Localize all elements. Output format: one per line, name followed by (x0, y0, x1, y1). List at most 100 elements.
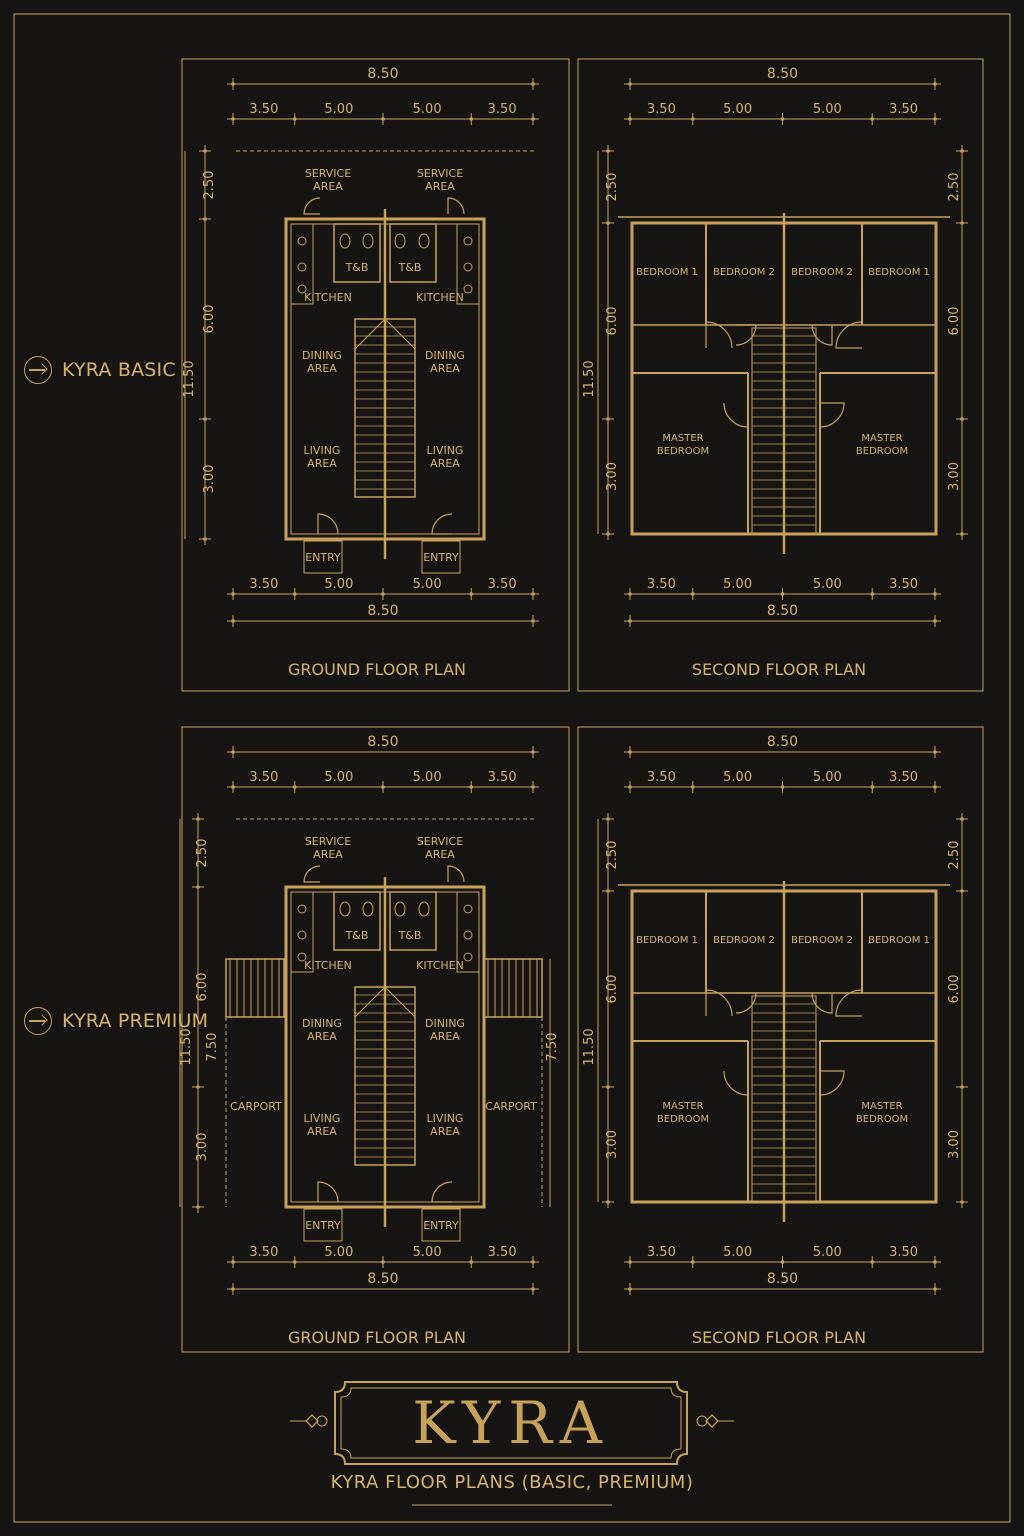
dimension-segment-label: 5.00 (324, 102, 353, 117)
dimension-vertical-label: 3.00 (947, 462, 962, 491)
plaque-frame (334, 1381, 688, 1465)
door-swing-service-right (447, 865, 465, 883)
dimension-tick (381, 1260, 385, 1264)
door-swing-br1-left (705, 321, 733, 349)
living-right-line2: AREA (430, 1125, 460, 1138)
dimension-vertical-label: 2.50 (605, 841, 620, 870)
dimension-segment-label: 5.00 (413, 770, 442, 785)
sink-icon (297, 904, 307, 914)
living-left-line2: AREA (307, 457, 337, 470)
dimension-tick (933, 592, 937, 596)
dimension-tick (690, 1260, 695, 1264)
second-floor-title: SECOND FLOOR PLAN (692, 660, 866, 679)
panel-frame-1 (181, 58, 570, 692)
toilet-icon (339, 901, 351, 917)
dimension-tick (780, 592, 785, 596)
bedroom1-right: BEDROOM 1 (868, 935, 930, 946)
dining-right-line1: DINING (425, 1017, 465, 1030)
dimension-tick (870, 592, 875, 596)
dimension-tick (933, 1287, 937, 1291)
ground-floor-title: GROUND FLOOR PLAN (288, 1328, 466, 1347)
dimension-tick (690, 592, 695, 596)
dimension-vertical-label: 6.00 (947, 307, 962, 336)
dimension-overall-depth-2f: 11.50 (582, 1028, 597, 1065)
stair-arrow (384, 986, 416, 1018)
bedroom1-left: BEDROOM 1 (636, 267, 698, 278)
dimension-tick (381, 117, 385, 121)
dimension-tick (628, 785, 632, 789)
dimension-tick (469, 117, 474, 121)
dimension-tick (606, 221, 610, 225)
entry-box-right (421, 1208, 461, 1242)
dimension-vertical-label: 6.00 (947, 975, 962, 1004)
tb-label-left: T&B (345, 929, 369, 942)
dimension-tick (469, 592, 474, 596)
toilet-icon (394, 233, 406, 249)
door-swing-service-right (447, 197, 465, 215)
entry-box-right (421, 540, 461, 574)
brand-plaque: KYRA (333, 1380, 689, 1466)
entry-left: ENTRY (305, 1219, 341, 1232)
bedroom1-left: BEDROOM 1 (636, 935, 698, 946)
panel-frame-4 (577, 726, 984, 1353)
master-right-line1: MASTER (861, 433, 902, 444)
dimension-tick (231, 117, 235, 121)
dimension-tick (933, 82, 937, 86)
toilet-icon (418, 901, 430, 917)
dimension-tick (933, 785, 937, 789)
dimension-tick (231, 619, 235, 623)
bedroom1-right: BEDROOM 1 (868, 267, 930, 278)
door-swing-br1-left (705, 989, 733, 1017)
dimension-vertical-label: 3.00 (947, 1130, 962, 1159)
service-area-left-line1: SERVICE (305, 167, 351, 180)
dimension-overall-label: 8.50 (367, 734, 398, 750)
dimension-overall-label: 8.50 (367, 1271, 398, 1287)
dimension-overall-depth: 11.50 (182, 360, 197, 397)
dining-right-line2: AREA (430, 1030, 460, 1043)
dimension-overall-label: 8.50 (767, 1271, 798, 1287)
staircase-2f (751, 327, 817, 535)
dimension-tick (628, 619, 632, 623)
dimension-vertical-label: 3.00 (605, 1130, 620, 1159)
dimension-tick (690, 117, 695, 121)
dimension-segment-label: 3.50 (249, 1245, 278, 1260)
dimension-tick (780, 117, 785, 121)
dimension-segment-label: 3.50 (249, 577, 278, 592)
dimension-tick (531, 785, 535, 789)
dimension-tick (606, 889, 610, 893)
kitchen-right: KITCHEN (416, 291, 464, 304)
dimension-overall-label: 8.50 (367, 66, 398, 82)
tb-label-right: T&B (398, 261, 422, 274)
dimension-overall-label: 8.50 (767, 734, 798, 750)
dimension-vertical-label: 6.00 (195, 973, 210, 1002)
dimension-tick (203, 149, 207, 153)
dimension-segment-label: 5.00 (813, 770, 842, 785)
dimension-vertical-label: 3.00 (195, 1133, 210, 1162)
diamond-ornament-icon (705, 1414, 719, 1428)
door-swing-br2-left (735, 324, 757, 346)
dimension-tick (196, 1085, 200, 1089)
dimension-tick (933, 750, 937, 754)
stair-arrow (384, 318, 416, 350)
dimension-vertical-label: 6.00 (605, 975, 620, 1004)
dimension-tick (203, 417, 207, 421)
dimension-segment-label: 5.00 (413, 1245, 442, 1260)
stair-arrow (354, 318, 386, 350)
label-kyra-premium: KYRA PREMIUM (24, 1007, 208, 1035)
dimension-vertical-label: 3.00 (202, 465, 217, 494)
dimension-tick (231, 1287, 235, 1291)
dimension-tick (203, 217, 207, 221)
service-area-right-line1: SERVICE (417, 835, 463, 848)
service-area-left-line2: AREA (313, 180, 343, 193)
master-left-line1: MASTER (662, 1101, 703, 1112)
dining-right-line2: AREA (430, 362, 460, 375)
dimension-tick (231, 592, 235, 596)
service-area-right-line2: AREA (425, 180, 455, 193)
door-swing-master-left (723, 402, 749, 428)
dimension-tick (531, 117, 535, 121)
dimension-tick (531, 619, 535, 623)
kitchen-counter-left (290, 891, 314, 973)
service-area-left-line1: SERVICE (305, 835, 351, 848)
